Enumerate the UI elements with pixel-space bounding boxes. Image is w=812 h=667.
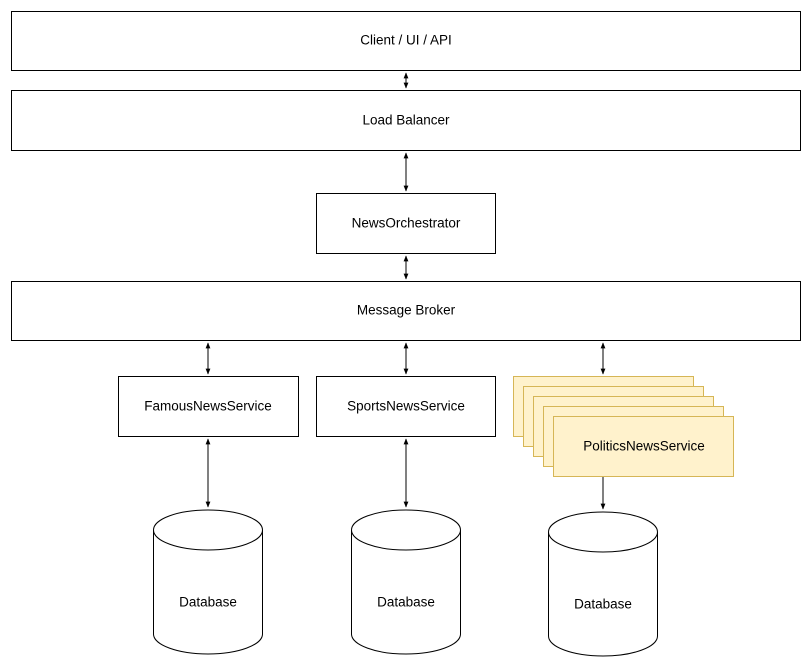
famous-service-box: [118, 376, 299, 437]
client-node: Client / UI / API: [11, 11, 801, 71]
load-balancer-label: Load Balancer: [362, 113, 450, 128]
client-label: Client / UI / API: [360, 33, 452, 48]
database-cylinder-rim: [153, 529, 263, 551]
database-label: Database: [574, 597, 632, 612]
database-label: Database: [179, 595, 237, 610]
client-box: [11, 11, 801, 71]
politics-service-node: PoliticsNewsService: [513, 376, 734, 477]
famous-service-label: FamousNewsService: [144, 399, 272, 414]
message-broker-box: [11, 281, 801, 341]
sports-service-box: [316, 376, 496, 437]
politics-service-box: [553, 416, 734, 477]
sports-service-label: SportsNewsService: [347, 399, 465, 414]
message-broker-label: Message Broker: [357, 303, 456, 318]
database-cylinder-rim: [548, 531, 658, 553]
load-balancer-node: Load Balancer: [11, 90, 801, 151]
load-balancer-box: [11, 90, 801, 151]
database-cylinder: [548, 511, 658, 657]
politics-service-label: PoliticsNewsService: [583, 439, 705, 454]
edges: [205, 72, 606, 510]
famous-service-node: FamousNewsService: [118, 376, 299, 437]
orchestrator-label: NewsOrchestrator: [352, 216, 461, 231]
database-label: Database: [377, 595, 435, 610]
orchestrator-box: [316, 193, 496, 254]
orchestrator-node: NewsOrchestrator: [316, 193, 496, 254]
database-cylinder-rim: [351, 529, 461, 551]
database-politics: Database: [548, 511, 658, 657]
database-cylinder: [351, 509, 461, 655]
database-sports: Database: [351, 509, 461, 655]
sports-service-node: SportsNewsService: [316, 376, 496, 437]
message-broker-node: Message Broker: [11, 281, 801, 341]
database-famous: Database: [153, 509, 263, 655]
database-cylinder: [153, 509, 263, 655]
